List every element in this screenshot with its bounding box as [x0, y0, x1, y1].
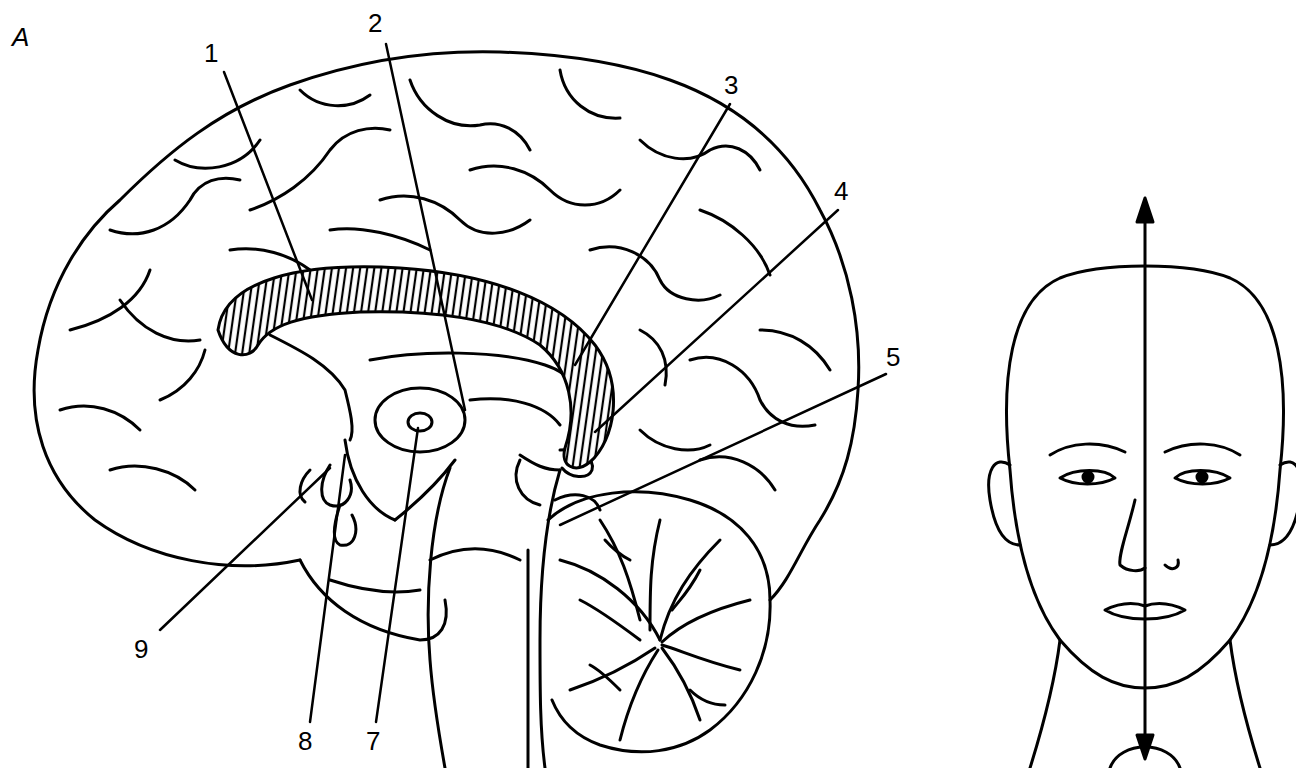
- callout-number: 8: [298, 728, 312, 754]
- callout-number: 9: [134, 636, 148, 662]
- leader-lines: [160, 44, 886, 722]
- callout-number: 5: [886, 344, 900, 370]
- figure-letter: A: [12, 24, 29, 50]
- callout-number: 7: [366, 728, 380, 754]
- callout-number: 2: [368, 10, 382, 36]
- head-figure: [989, 198, 1296, 768]
- callout-number: 1: [204, 40, 218, 66]
- callout-number: 3: [724, 72, 738, 98]
- callout-number: 4: [834, 178, 848, 204]
